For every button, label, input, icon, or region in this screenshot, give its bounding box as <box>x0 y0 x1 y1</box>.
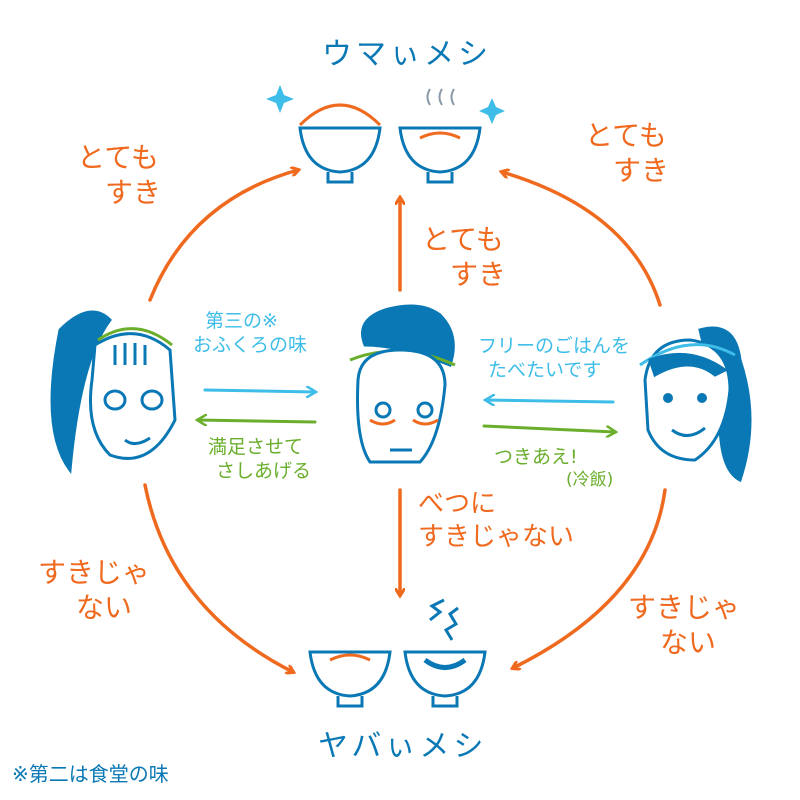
label-center-to-good: とてもすき <box>422 223 507 291</box>
label-left-to-good: とてもすき <box>77 141 162 209</box>
arrow-right-to-bad <box>513 488 667 668</box>
good-soup-bowl <box>398 88 482 184</box>
bad-soup-bowl <box>308 650 392 708</box>
bad-noodle-bowl <box>403 598 487 708</box>
right-character-face <box>639 326 752 483</box>
bad-food-label: ヤバぃメシ <box>318 729 488 764</box>
label-left-to-center: 第三の※おふくろの味 <box>193 310 308 356</box>
arrow-center-to-right <box>482 424 615 432</box>
label-right-to-center: フリーのごはんをたべたいです <box>478 335 631 381</box>
label-right-to-good: とてもすき <box>585 119 670 187</box>
good-rice-bowl <box>298 103 382 184</box>
label-right-to-bad: すきじゃない <box>628 591 741 659</box>
label-center-to-right: つきあえ!(冷飯) <box>494 446 614 490</box>
label-center-to-left: 満足させてさしあげる <box>208 436 312 482</box>
footnote: ※第二は食堂の味 <box>12 762 169 786</box>
arrow-left-to-center <box>203 390 315 392</box>
sparkle-icon <box>266 85 505 124</box>
arrow-right-to-good <box>502 172 662 307</box>
label-center-to-bad: べつにすきじゃない <box>418 489 575 552</box>
center-character-face <box>349 304 456 464</box>
arrow-left-to-good <box>148 170 298 302</box>
label-left-to-bad: すきじゃない <box>38 556 151 624</box>
arrow-center-to-left <box>198 420 317 422</box>
arrow-left-to-bad <box>143 483 293 672</box>
arrow-right-to-center <box>486 400 615 402</box>
good-food-label: ウマぃメシ <box>322 37 492 72</box>
left-character-face <box>50 310 177 475</box>
